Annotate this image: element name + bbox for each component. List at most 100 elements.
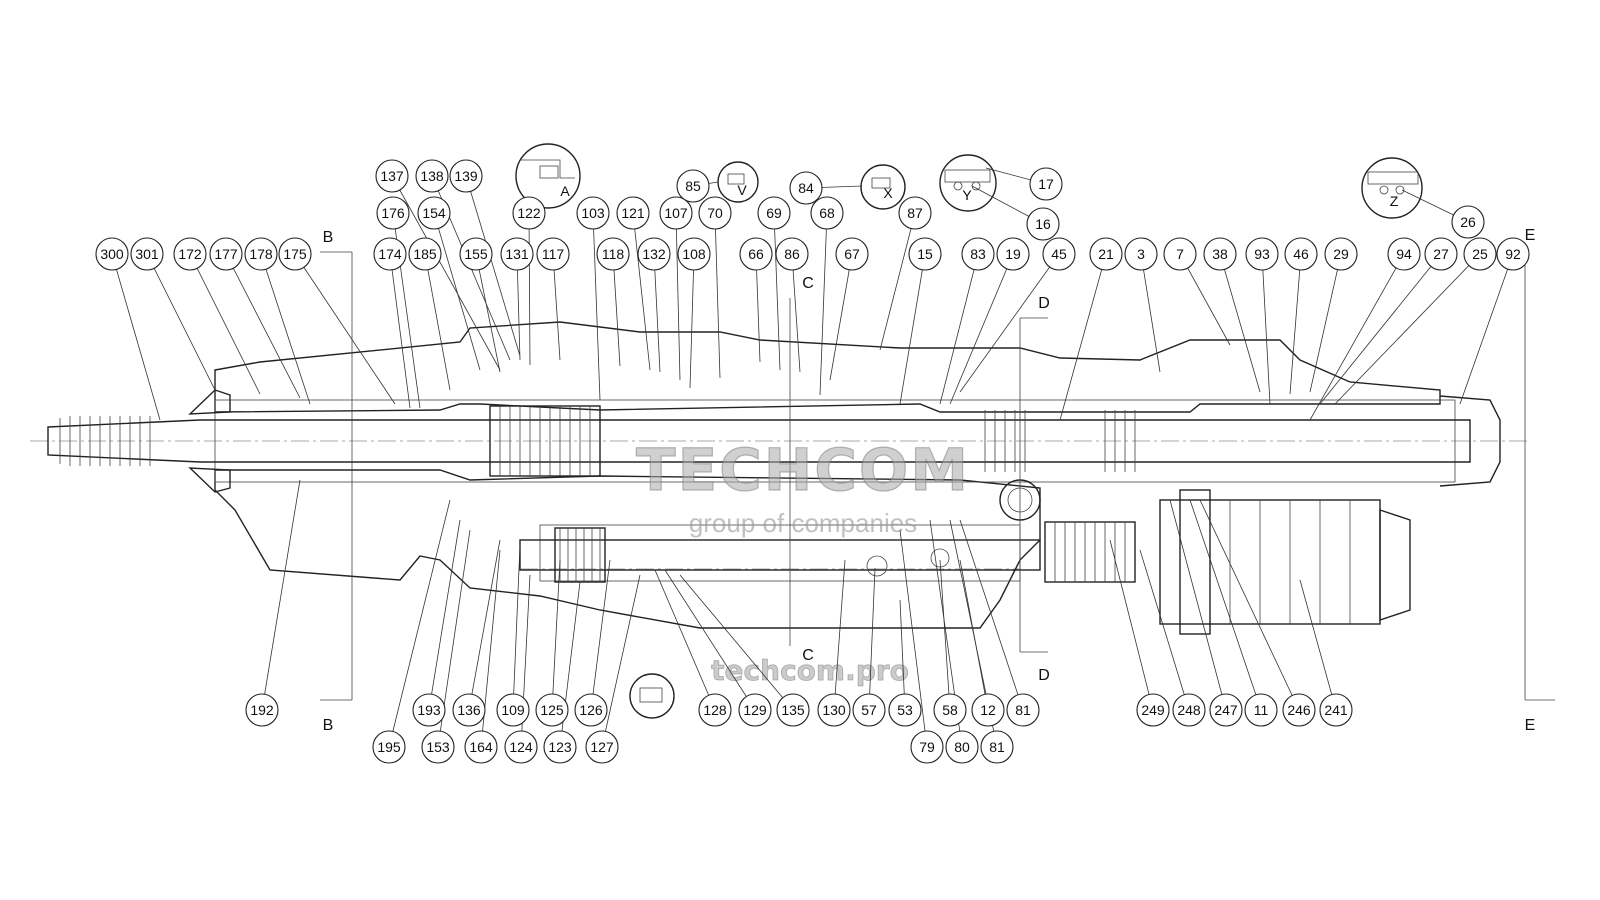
part-balloon-38: 38 bbox=[1203, 237, 1237, 271]
part-number: 83 bbox=[970, 246, 986, 262]
part-balloon-25: 25 bbox=[1463, 237, 1497, 271]
balloon-circle bbox=[209, 237, 243, 271]
part-number: 93 bbox=[1254, 246, 1270, 262]
watermark-url: techcom.pro bbox=[711, 654, 909, 687]
balloon-circle bbox=[1387, 237, 1421, 271]
part-balloon-86: 86 bbox=[775, 237, 809, 271]
part-balloon-128: 128 bbox=[698, 693, 732, 727]
balloon-circle bbox=[375, 159, 409, 193]
part-balloon-81: 81 bbox=[1006, 693, 1040, 727]
leader-line-25 bbox=[1334, 253, 1481, 405]
balloon-circle bbox=[1463, 237, 1497, 271]
leader-line-175 bbox=[294, 253, 396, 405]
part-number: 137 bbox=[380, 168, 404, 184]
section-label-b-bottom: B bbox=[323, 717, 334, 734]
part-number: 174 bbox=[378, 246, 402, 262]
part-balloon-301: 301 bbox=[130, 237, 164, 271]
part-number: 241 bbox=[1324, 702, 1348, 718]
leader-line-86 bbox=[791, 253, 801, 373]
balloon-circle bbox=[574, 693, 608, 727]
balloon-circle bbox=[1244, 693, 1278, 727]
part-number: 136 bbox=[457, 702, 481, 718]
part-balloon-248: 248 bbox=[1172, 693, 1206, 727]
part-balloon-26: 26 bbox=[1451, 205, 1485, 239]
balloon-circle bbox=[512, 196, 546, 230]
leader-line-177 bbox=[225, 253, 301, 399]
section-label-e-top: E bbox=[1525, 227, 1536, 244]
balloon-circle bbox=[1006, 693, 1040, 727]
leader-line-241 bbox=[1299, 579, 1337, 711]
balloon-circle bbox=[810, 196, 844, 230]
part-number: 118 bbox=[602, 246, 625, 262]
balloon-circle bbox=[757, 196, 791, 230]
balloon-circle bbox=[417, 196, 451, 230]
part-balloon-193: 193 bbox=[412, 693, 446, 727]
part-balloon-185: 185 bbox=[408, 237, 442, 271]
leader-line-81 bbox=[959, 519, 1024, 711]
balloon-circle bbox=[536, 237, 570, 271]
part-number: 155 bbox=[464, 246, 488, 262]
part-balloon-17: 17 bbox=[1029, 167, 1063, 201]
part-number: 81 bbox=[1015, 702, 1031, 718]
part-number: 132 bbox=[642, 246, 666, 262]
balloon-circle bbox=[677, 237, 711, 271]
balloon-circle bbox=[698, 693, 732, 727]
leader-line-137 bbox=[391, 175, 501, 371]
balloon-circle bbox=[817, 693, 851, 727]
part-number: 19 bbox=[1005, 246, 1021, 262]
leader-line-117 bbox=[552, 253, 561, 361]
part-number: 92 bbox=[1505, 246, 1521, 262]
balloon-circle bbox=[1042, 237, 1076, 271]
part-balloon-67: 67 bbox=[835, 237, 869, 271]
part-number: 177 bbox=[214, 246, 238, 262]
leader-line-185 bbox=[424, 253, 451, 391]
part-number: 249 bbox=[1141, 702, 1165, 718]
part-number: 108 bbox=[682, 246, 706, 262]
part-balloon-155: 155 bbox=[459, 237, 493, 271]
leader-line-109 bbox=[512, 544, 521, 711]
leader-line-155 bbox=[475, 253, 501, 373]
part-balloon-93: 93 bbox=[1245, 237, 1279, 271]
part-number: 16 bbox=[1035, 216, 1051, 232]
balloon-circle bbox=[535, 693, 569, 727]
part-balloon-117: 117 bbox=[536, 237, 570, 271]
part-number: 69 bbox=[766, 205, 782, 221]
balloon-circle bbox=[278, 237, 312, 271]
part-balloon-300: 300 bbox=[95, 237, 129, 271]
part-number: 84 bbox=[798, 180, 814, 196]
part-number: 125 bbox=[540, 702, 564, 718]
detail-label-x: X bbox=[883, 185, 893, 201]
part-balloon-109: 109 bbox=[496, 693, 530, 727]
leader-line-87 bbox=[879, 212, 916, 351]
leader-line-57 bbox=[868, 567, 876, 711]
part-number: 17 bbox=[1038, 176, 1054, 192]
part-number: 94 bbox=[1396, 246, 1412, 262]
part-balloon-175: 175 bbox=[278, 237, 312, 271]
part-balloon-164: 164 bbox=[464, 730, 498, 764]
part-balloon-19: 19 bbox=[996, 237, 1030, 271]
part-balloon-174: 174 bbox=[373, 237, 407, 271]
part-balloon-121: 121 bbox=[616, 196, 650, 230]
part-number: 178 bbox=[249, 246, 273, 262]
part-balloon-136: 136 bbox=[452, 693, 486, 727]
part-number: 26 bbox=[1460, 214, 1476, 230]
balloon-circle bbox=[1209, 693, 1243, 727]
part-number: 57 bbox=[861, 702, 877, 718]
countershaft bbox=[519, 521, 1136, 583]
part-balloon-131: 131 bbox=[500, 237, 534, 271]
balloon-circle bbox=[637, 237, 671, 271]
leader-line-92 bbox=[1459, 253, 1514, 405]
section-label-d-top: D bbox=[1038, 295, 1050, 312]
part-number: 3 bbox=[1137, 246, 1145, 262]
part-number: 128 bbox=[703, 702, 727, 718]
part-number: 7 bbox=[1176, 246, 1184, 262]
part-balloon-94: 94 bbox=[1387, 237, 1421, 271]
leader-line-21 bbox=[1059, 253, 1107, 421]
part-number: 11 bbox=[1254, 702, 1269, 718]
part-balloon-178: 178 bbox=[244, 237, 278, 271]
part-balloon-139: 139 bbox=[449, 159, 483, 193]
part-balloon-87: 87 bbox=[898, 196, 932, 230]
balloon-circle bbox=[464, 730, 498, 764]
leader-line-132 bbox=[653, 253, 661, 373]
balloon-circle bbox=[245, 693, 279, 727]
